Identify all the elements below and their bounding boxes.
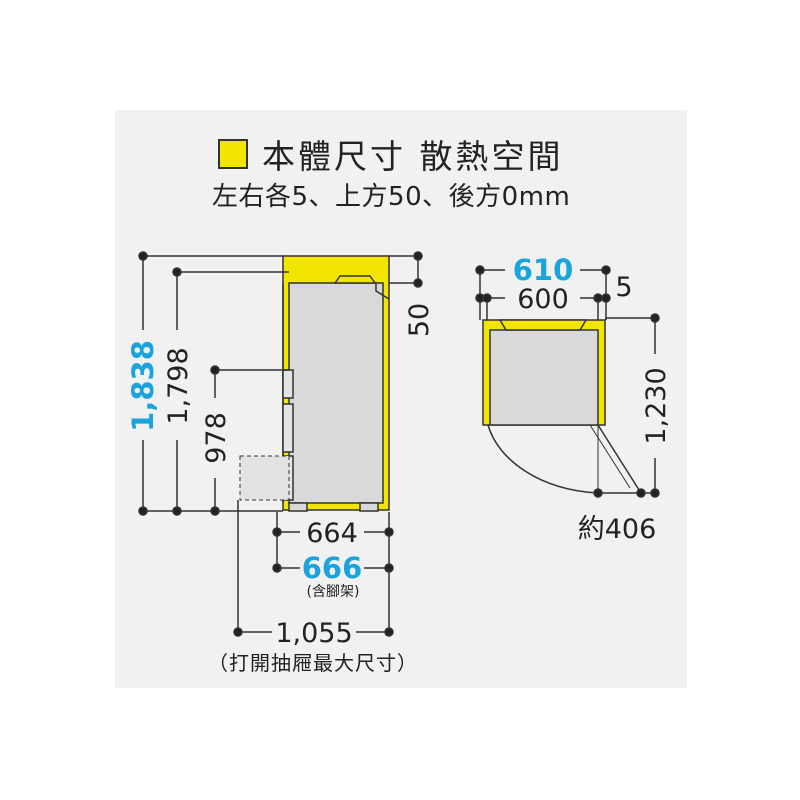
legend-swatch (218, 139, 248, 169)
top-dims (475, 265, 660, 498)
top-labels: 610 600 5 1,230 約406 (513, 253, 672, 545)
door-swing-inner2 (589, 424, 631, 489)
side-foot-front (288, 502, 308, 512)
top-clearance-label: 50 (404, 303, 435, 337)
legend-label: 本體尺寸 散熱空間 (262, 137, 564, 176)
lower-height-label: 978 (201, 412, 232, 464)
side-handle-mid (282, 403, 294, 453)
total-height-label: 1,838 (126, 340, 160, 432)
top-view (482, 319, 642, 494)
side-clearance-label: 5 (615, 272, 632, 303)
side-fridge-body (288, 282, 384, 504)
side-handle-top (282, 369, 294, 399)
door-swing-label: 約406 (578, 514, 657, 545)
body-depth-label: 664 (306, 518, 358, 549)
door-swing-arc (487, 424, 599, 494)
drawer-depth-label: 1,055 (275, 618, 352, 649)
side-top-bump (333, 275, 377, 284)
side-hinge (375, 283, 390, 300)
drawer-note: （打開抽屜最大尺寸） (208, 651, 418, 675)
side-foot-rear (359, 502, 379, 512)
side-view (143, 255, 390, 512)
door-swing-line (597, 424, 642, 494)
body-height-label: 1,798 (163, 347, 194, 424)
total-width-label: 610 (513, 253, 574, 287)
side-vertical-labels: 1,838 1,798 978 50 (126, 303, 435, 478)
feet-note: (含腳架) (307, 584, 360, 600)
top-fridge-body (489, 329, 599, 426)
depth-door-open-label: 1,230 (641, 367, 672, 444)
side-horizontal-dims (233, 500, 394, 637)
depth-with-feet-label: 666 (302, 551, 363, 585)
legend: 本體尺寸 散熱空間 (218, 130, 564, 178)
side-open-drawer (239, 455, 290, 501)
side-horizontal-labels: 664 666 (含腳架) 1,055 （打開抽屜最大尺寸） (208, 518, 418, 675)
body-width-label: 600 (517, 284, 569, 315)
top-bump (498, 319, 588, 331)
spacing-note: 左右各5、上方50、後方0mm (212, 182, 571, 212)
